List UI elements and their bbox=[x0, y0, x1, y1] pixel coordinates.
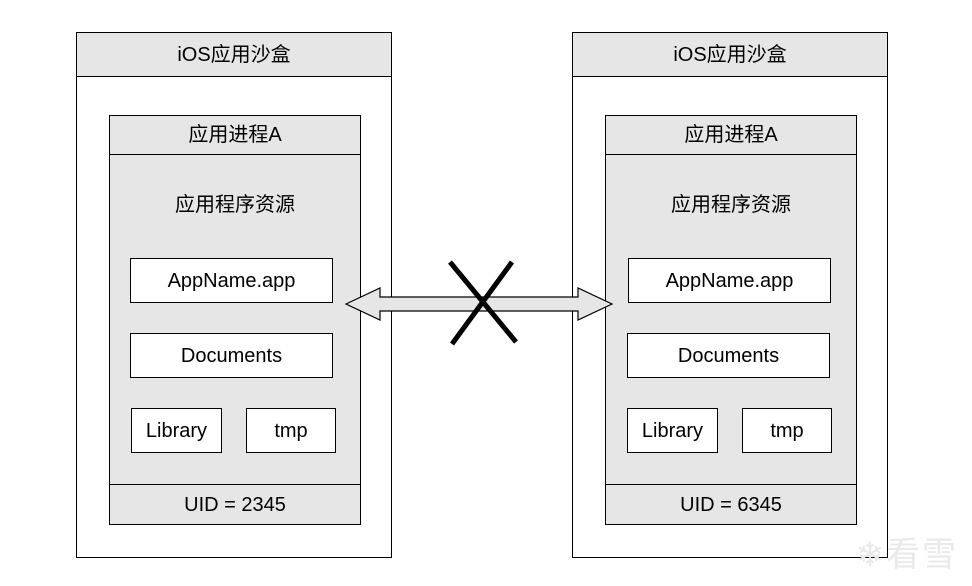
cross-icon bbox=[448, 260, 518, 346]
left-process-title: 应用进程A bbox=[110, 116, 360, 155]
watermark-text: 看雪 bbox=[886, 535, 958, 575]
left-sandbox-title: iOS应用沙盒 bbox=[77, 33, 391, 77]
left-folder-documents: Documents bbox=[130, 333, 333, 378]
left-folder-app: AppName.app bbox=[130, 258, 333, 303]
right-folder-app: AppName.app bbox=[628, 258, 831, 303]
right-uid: UID = 6345 bbox=[606, 484, 856, 524]
right-process-title: 应用进程A bbox=[606, 116, 856, 155]
left-uid: UID = 2345 bbox=[110, 484, 360, 524]
left-process bbox=[109, 115, 361, 525]
right-resources-label: 应用程序资源 bbox=[671, 194, 791, 216]
left-folder-tmp: tmp bbox=[246, 408, 336, 453]
right-folder-tmp: tmp bbox=[742, 408, 832, 453]
right-folder-documents: Documents bbox=[627, 333, 830, 378]
watermark-logo: ❄看雪 bbox=[856, 527, 959, 576]
right-sandbox-title: iOS应用沙盒 bbox=[573, 33, 887, 77]
right-folder-library: Library bbox=[627, 408, 718, 453]
snowflake-icon: ❄ bbox=[855, 535, 886, 575]
left-resources-label: 应用程序资源 bbox=[175, 194, 295, 216]
left-folder-library: Library bbox=[131, 408, 222, 453]
right-process bbox=[605, 115, 857, 525]
